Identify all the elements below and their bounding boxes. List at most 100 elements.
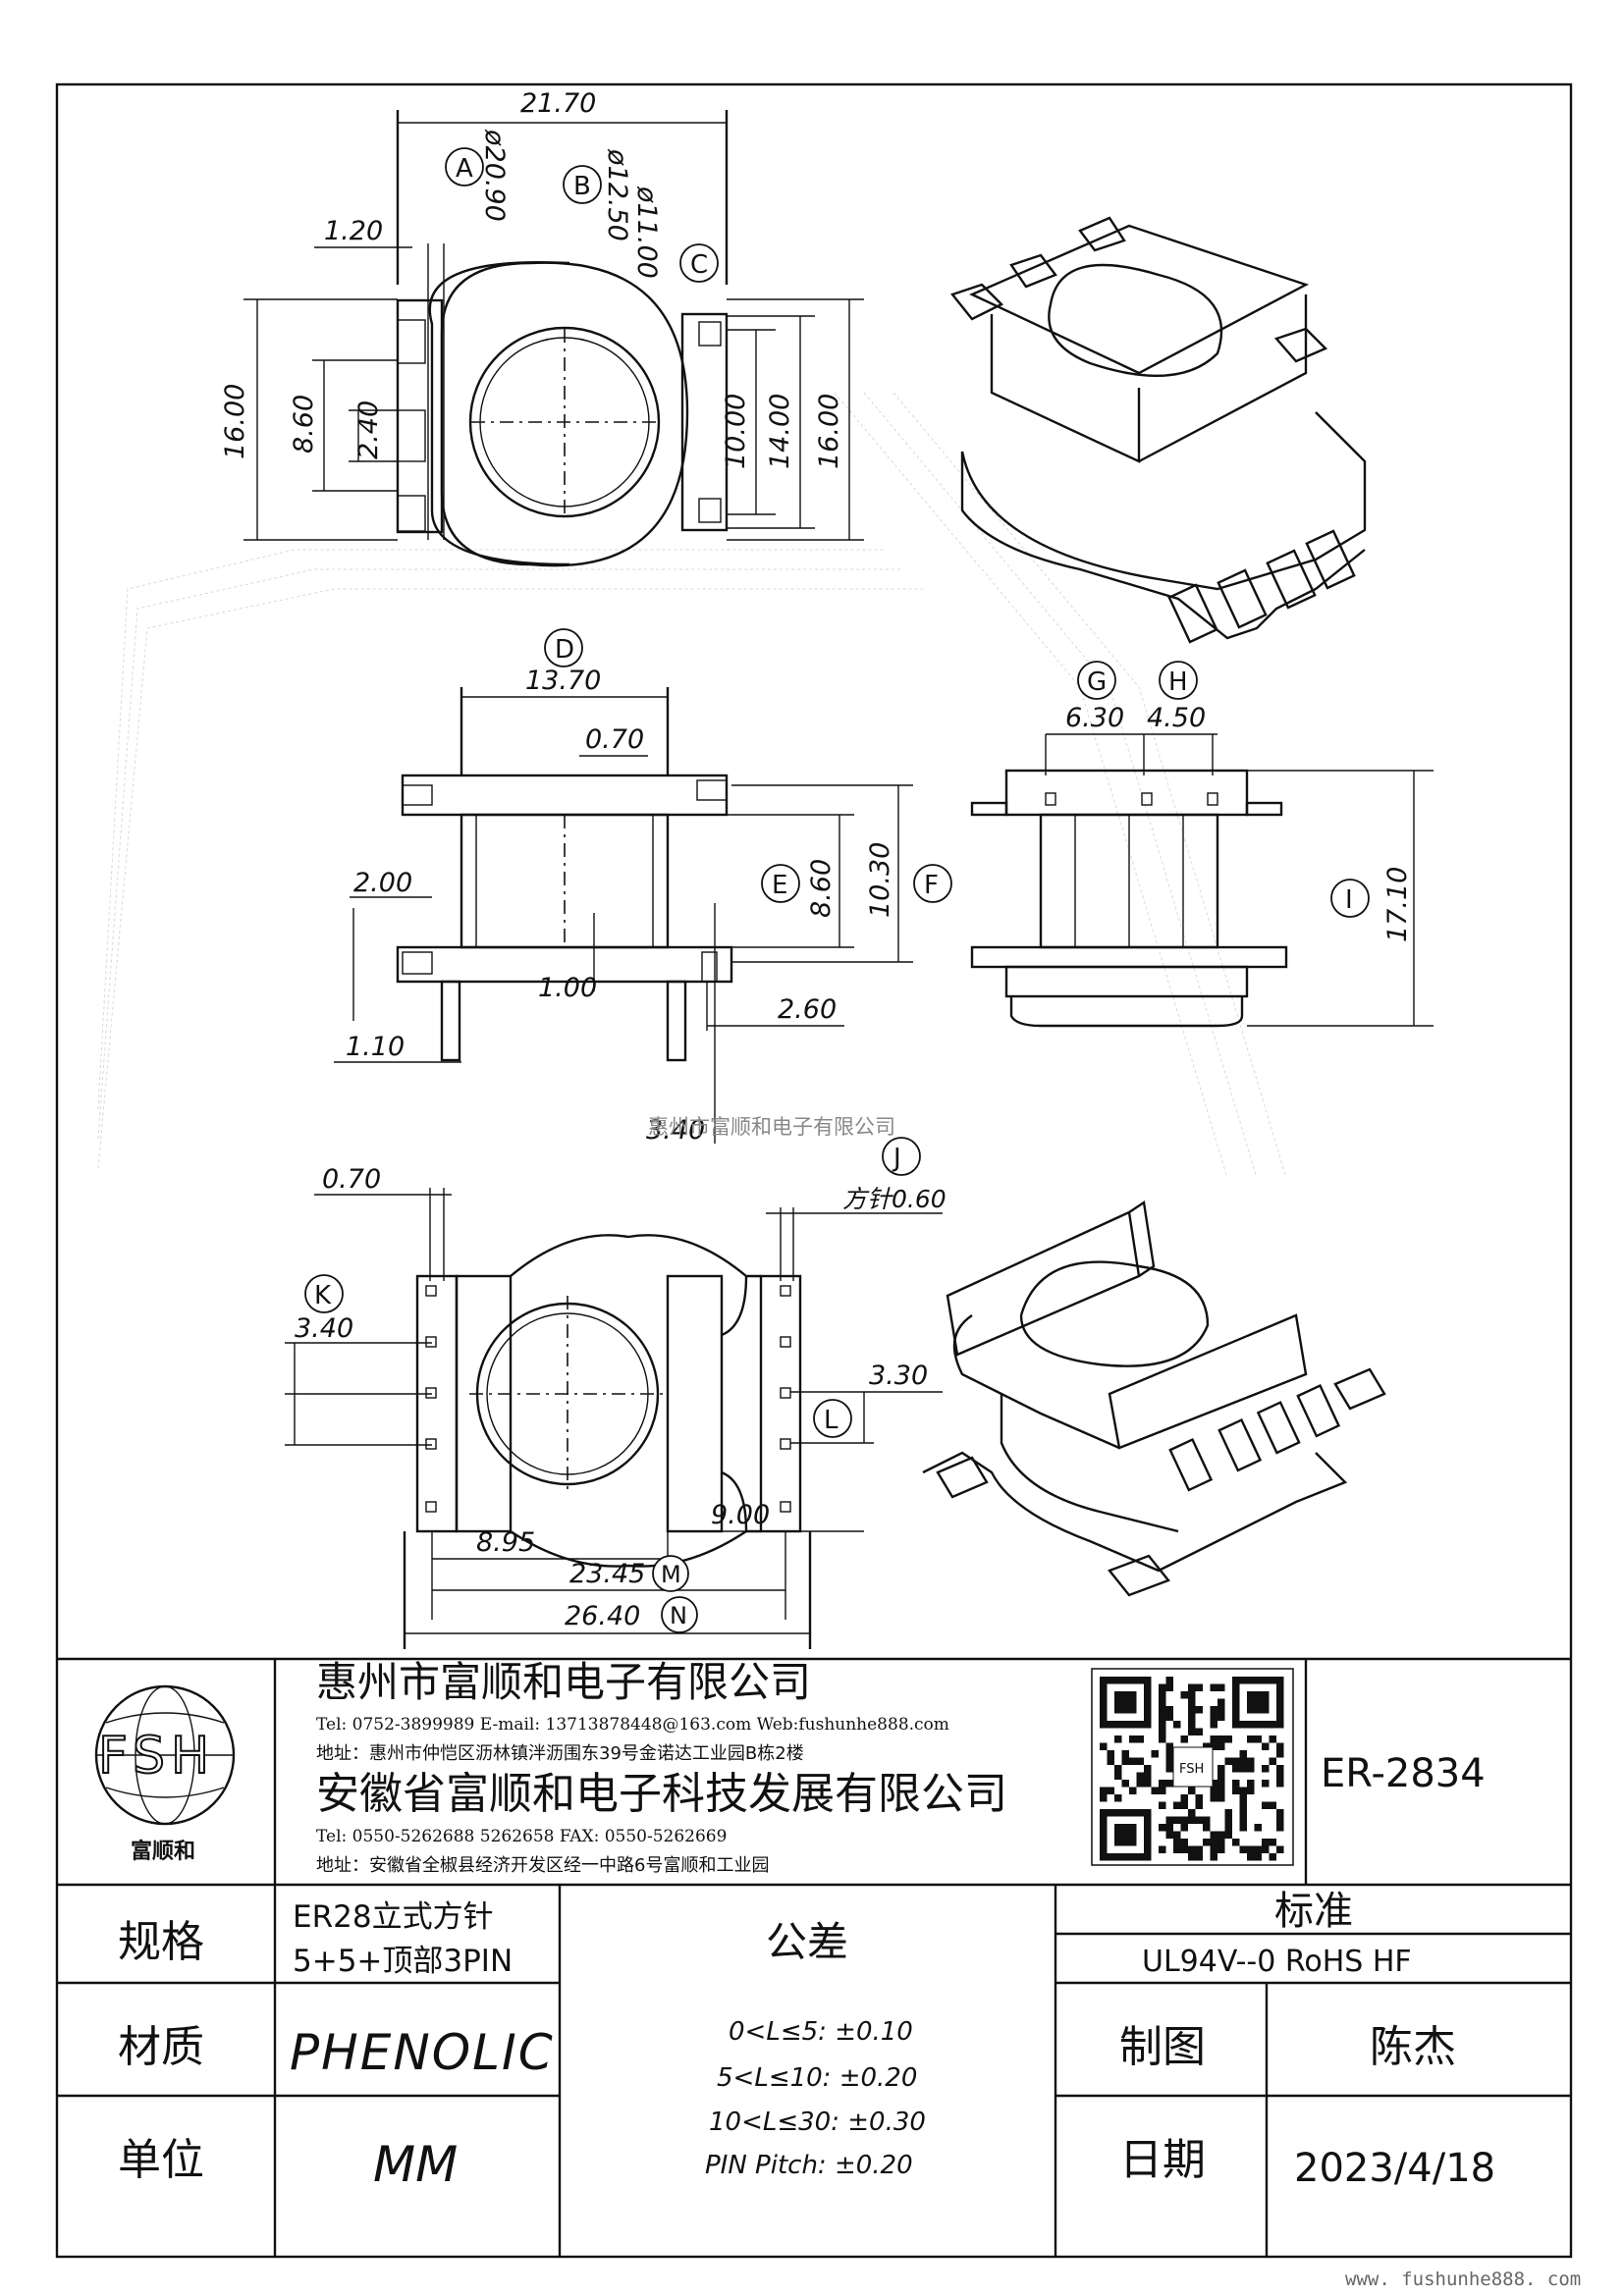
svg-text:A: A [456, 154, 473, 184]
dim-26-40: 26.40 [565, 1601, 640, 1631]
date-label: 日期 [1119, 2135, 1206, 2185]
callout-H [1159, 661, 1198, 700]
unit-label: 单位 [118, 2135, 204, 2185]
dim-8-60-mid: 8.60 [806, 859, 837, 918]
svg-text:H: H [1168, 667, 1188, 697]
callout-C [679, 243, 719, 283]
dim-1-10: 1.10 [346, 1032, 405, 1062]
callout-A [445, 147, 484, 187]
dim-phi-20-90: ø20.90 [479, 129, 510, 222]
qr-code: FSH [1091, 1668, 1294, 1866]
dim-4-50: 4.50 [1147, 703, 1206, 733]
dim-phi-12-50: ø12.50 [602, 148, 632, 241]
dim-17-10: 17.10 [1382, 867, 1413, 942]
callout-D [544, 628, 583, 667]
dim-3-40-bot: 3.40 [295, 1313, 353, 1344]
dim-3-30: 3.30 [869, 1361, 928, 1391]
isometric-view-top [949, 216, 1367, 644]
svg-text:I: I [1345, 885, 1353, 915]
callout-G [1077, 661, 1116, 700]
standard-value: UL94V--0 RoHS HF [1142, 1945, 1412, 1979]
title-block: FSH 富顺和 惠州市富顺和电子有限公司 Tel: 0752-3899989 E… [57, 1657, 1571, 2257]
company-address-2: 地址：安徽省全椒县经济开发区经一中路6号富顺和工业园 [316, 1855, 769, 1876]
bottom-view: 0.70 J 方针0.60 K 3.40 [285, 1137, 947, 1649]
svg-text:B: B [573, 172, 591, 201]
background-pattern [97, 392, 1287, 1179]
callout-F [913, 864, 952, 903]
svg-text:L: L [824, 1406, 839, 1435]
svg-text:E: E [772, 871, 787, 900]
logo-letters: FSH [98, 1727, 215, 1786]
dim-phi-11-00: ø11.00 [631, 186, 662, 279]
dim-23-45: 23.45 [569, 1559, 645, 1589]
company-contact-1: Tel: 0752-3899989 E-mail: 13713878448@16… [316, 1715, 949, 1735]
footer-url: www. fushunhe888. com [1345, 2269, 1581, 2290]
standard-label: 标准 [1274, 1889, 1353, 1934]
part-number: ER-2834 [1321, 1751, 1486, 1796]
dim-14-00: 14.00 [765, 394, 795, 469]
front-view: D 13.70 0.70 2.00 1.00 1.10 2.60 3.40 E [334, 628, 952, 1146]
svg-text:K: K [314, 1281, 332, 1310]
callout-N [661, 1596, 698, 1633]
watermark: 惠州市富顺和电子有限公司 [648, 1115, 895, 1139]
company-logo: FSH 富顺和 [94, 1684, 236, 1864]
dim-2-00: 2.00 [353, 868, 412, 898]
svg-text:D: D [555, 635, 574, 665]
callout-E [761, 864, 800, 903]
dim-3-40-mid: 3.40 [646, 1115, 705, 1146]
spec-label: 规格 [118, 1917, 204, 1967]
company-name-2: 安徽省富顺和电子科技发展有限公司 [316, 1769, 1007, 1819]
dim-8-60-left: 8.60 [289, 395, 319, 454]
dim-2-60: 2.60 [778, 994, 837, 1025]
svg-text:N: N [670, 1602, 687, 1629]
dim-13-70: 13.70 [525, 666, 601, 696]
callout-M [652, 1555, 689, 1592]
material-label: 材质 [118, 2022, 204, 2072]
svg-text:F: F [924, 871, 939, 900]
dim-1-00: 1.00 [538, 973, 597, 1003]
spec-line-1: ER28立式方针 [293, 1899, 494, 1935]
svg-text:G: G [1087, 667, 1107, 697]
svg-text:M: M [661, 1561, 681, 1588]
callout-L [813, 1399, 852, 1438]
dim-16-00-left: 16.00 [220, 384, 250, 459]
dim-10-00: 10.00 [721, 394, 751, 469]
company-name-1: 惠州市富顺和电子有限公司 [316, 1658, 811, 1706]
qr-center-text: FSH [1179, 1762, 1204, 1777]
dim-0-70-bot: 0.70 [322, 1164, 381, 1195]
callout-K [304, 1274, 344, 1313]
drawn-by-label: 制图 [1119, 2022, 1206, 2072]
logo-name: 富顺和 [131, 1839, 195, 1864]
dim-6-30: 6.30 [1065, 703, 1124, 733]
dim-square-pin: 方针0.60 [842, 1185, 947, 1213]
company-address-1: 地址：惠州市仲恺区沥林镇泮沥围东39号金诺达工业园B栋2楼 [316, 1743, 804, 1764]
top-view: 21.70 A ø20.90 B ø12.50 C ø11.00 1.20 16… [220, 88, 864, 567]
company-contact-2: Tel: 0550-5262688 5262658 FAX: 0550-5262… [316, 1827, 727, 1846]
svg-text:J: J [892, 1144, 901, 1173]
tolerance-3: 10<L≤30: ±0.30 [709, 2108, 926, 2137]
unit-value: MM [373, 2136, 458, 2193]
dim-16-00-right: 16.00 [814, 394, 844, 469]
callout-I [1330, 879, 1370, 918]
dim-1-20: 1.20 [324, 216, 383, 246]
dim-8-95: 8.95 [476, 1527, 535, 1558]
sheet-border [55, 82, 1573, 2259]
date-value: 2023/4/18 [1294, 2146, 1495, 2191]
isometric-view-bottom [922, 1200, 1386, 1597]
tolerance-4: PIN Pitch: ±0.20 [705, 2151, 913, 2180]
tolerance-2: 5<L≤10: ±0.20 [717, 2063, 917, 2093]
dim-9-00: 9.00 [711, 1500, 770, 1530]
drawn-by-value: 陈杰 [1370, 2022, 1456, 2072]
spec-line-2: 5+5+顶部3PIN [293, 1944, 513, 1979]
dim-2-40: 2.40 [353, 400, 384, 459]
tolerance-label: 公差 [766, 1918, 848, 1966]
tolerance-1: 0<L≤5: ±0.10 [729, 2017, 913, 2047]
callout-B [563, 165, 602, 204]
dim-10-30: 10.30 [865, 842, 895, 918]
svg-text:C: C [690, 250, 708, 280]
dim-0-70-mid: 0.70 [585, 724, 644, 755]
callout-J [882, 1137, 921, 1176]
side-view: G H 6.30 4.50 17.10 I [970, 661, 1434, 1028]
material-value: PHENOLIC [290, 2024, 555, 2081]
